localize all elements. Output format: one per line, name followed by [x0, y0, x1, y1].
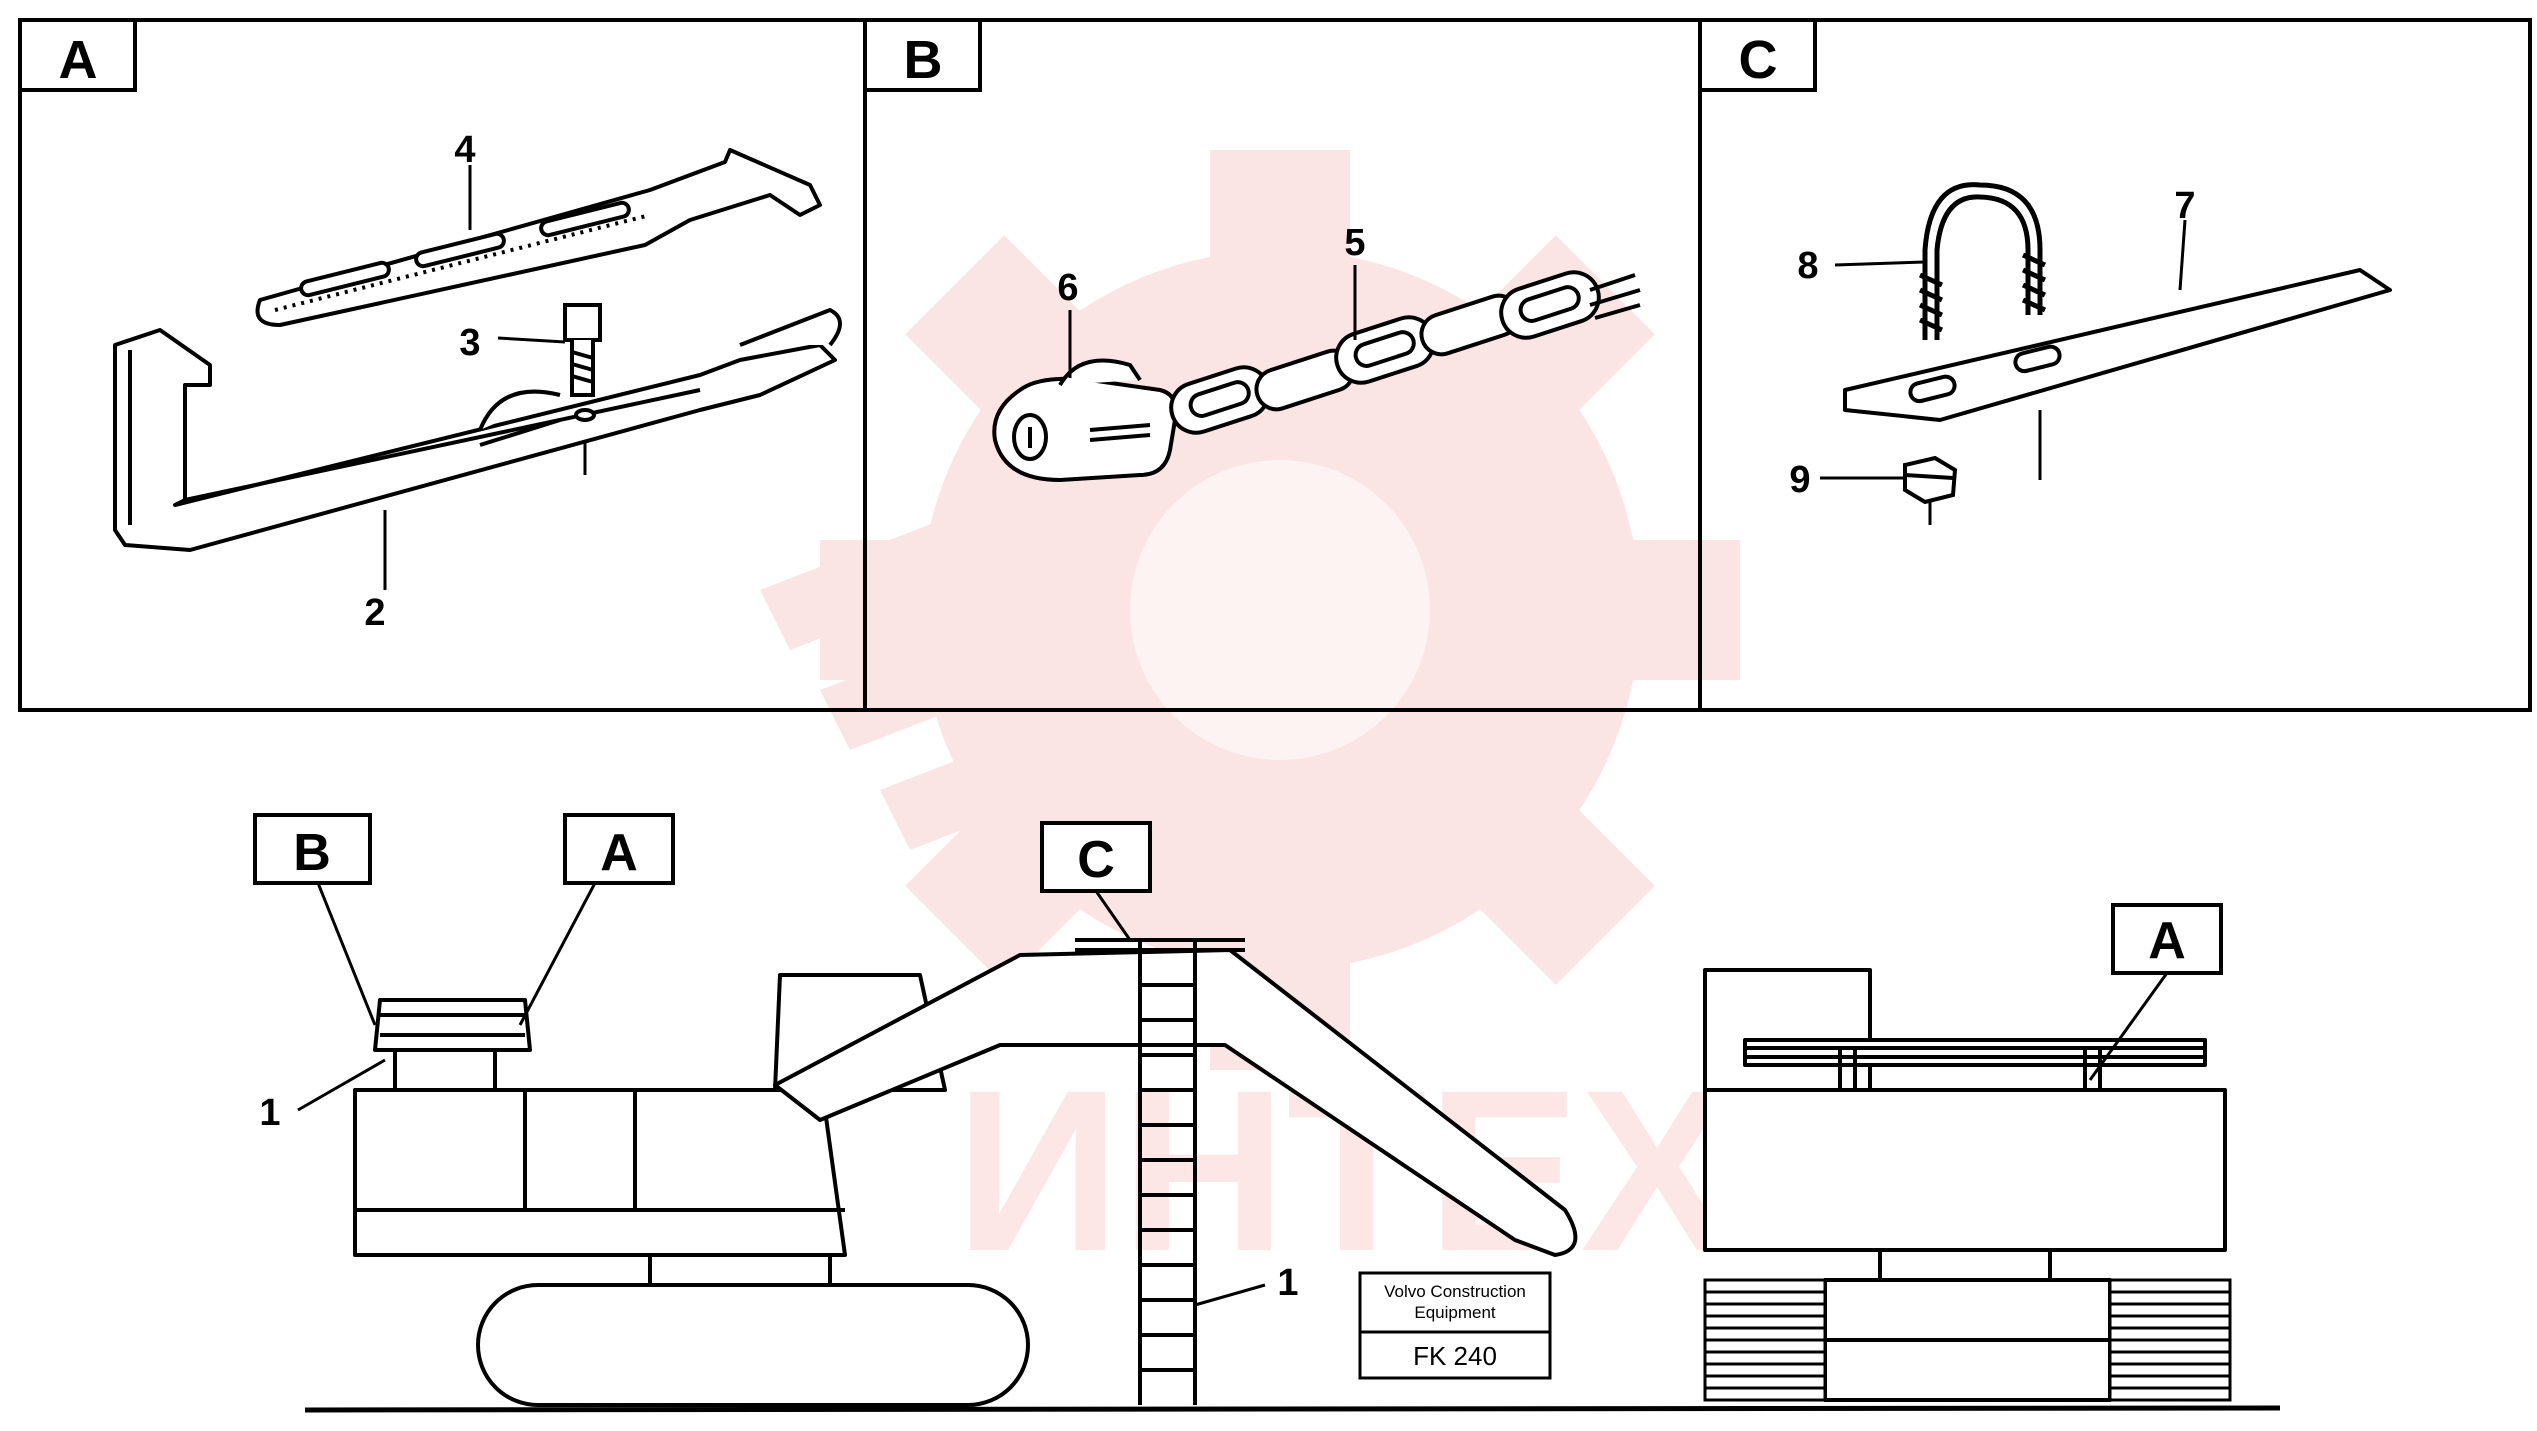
callout-1-roof: 1 — [259, 1092, 280, 1134]
view-tag-a-right: A — [2111, 903, 2223, 975]
side-view-leaders — [297, 882, 1266, 1307]
panel-b-leaders — [1068, 265, 1357, 378]
stamp-line-2: Equipment — [1414, 1303, 1496, 1322]
view-tag-b-letter: B — [293, 824, 331, 882]
part-3-bolt-drawing — [563, 303, 602, 397]
view-tag-a-letter: A — [600, 824, 638, 882]
callout-4: 4 — [454, 129, 475, 171]
callout-9: 9 — [1789, 459, 1810, 501]
detail-panel-frames — [18, 18, 2532, 712]
volvo-stamp: Volvo Construction Equipment FK 240 — [1358, 1271, 1552, 1380]
panel-c-letter: C — [1739, 30, 1778, 90]
view-tag-a: A — [563, 813, 675, 885]
part-6-padlock-drawing — [992, 358, 1178, 482]
callout-2: 2 — [364, 592, 385, 634]
callout-5: 5 — [1344, 222, 1365, 264]
view-tag-a-right-letter: A — [2148, 912, 2186, 970]
stamp-line-1: Volvo Construction — [1384, 1282, 1526, 1301]
part-5-chain-drawing — [1169, 270, 1641, 435]
front-view-leader — [2088, 972, 2169, 1081]
watermark-hub — [1130, 460, 1430, 760]
part-8-u-bolt-drawing — [1918, 182, 2047, 340]
stamp-code: FK 240 — [1413, 1341, 1497, 1371]
part-9-nut-drawing — [1903, 455, 1958, 505]
callout-1-ladder: 1 — [1277, 1262, 1298, 1304]
view-tag-b: B — [253, 813, 372, 885]
part-2-bracket-drawing — [113, 308, 842, 552]
view-tag-c: C — [1040, 821, 1152, 893]
panel-b-tag: B — [863, 18, 982, 92]
callout-6: 6 — [1057, 267, 1078, 309]
ladder-rungs — [1140, 983, 1195, 1372]
panel-c-tag: C — [1698, 18, 1817, 92]
excavator-side-view-drawing — [353, 938, 1578, 1407]
panel-c-leaders — [1820, 219, 2187, 525]
callout-8: 8 — [1797, 245, 1818, 287]
front-view-tracks — [1703, 1278, 2232, 1402]
callout-7: 7 — [2174, 185, 2195, 227]
excavator-front-view-drawing — [1703, 968, 2227, 1402]
panel-a-leaders — [383, 165, 587, 590]
view-tag-c-letter: C — [1077, 831, 1115, 889]
part-4-strap-drawing — [255, 148, 822, 327]
panel-a-tag: A — [18, 18, 137, 92]
panel-b-letter: B — [904, 30, 943, 90]
ground-line — [304, 1405, 2281, 1413]
callout-3: 3 — [459, 322, 480, 364]
panel-a-letter: A — [59, 30, 98, 90]
part-7-plate-drawing — [1843, 268, 2392, 422]
